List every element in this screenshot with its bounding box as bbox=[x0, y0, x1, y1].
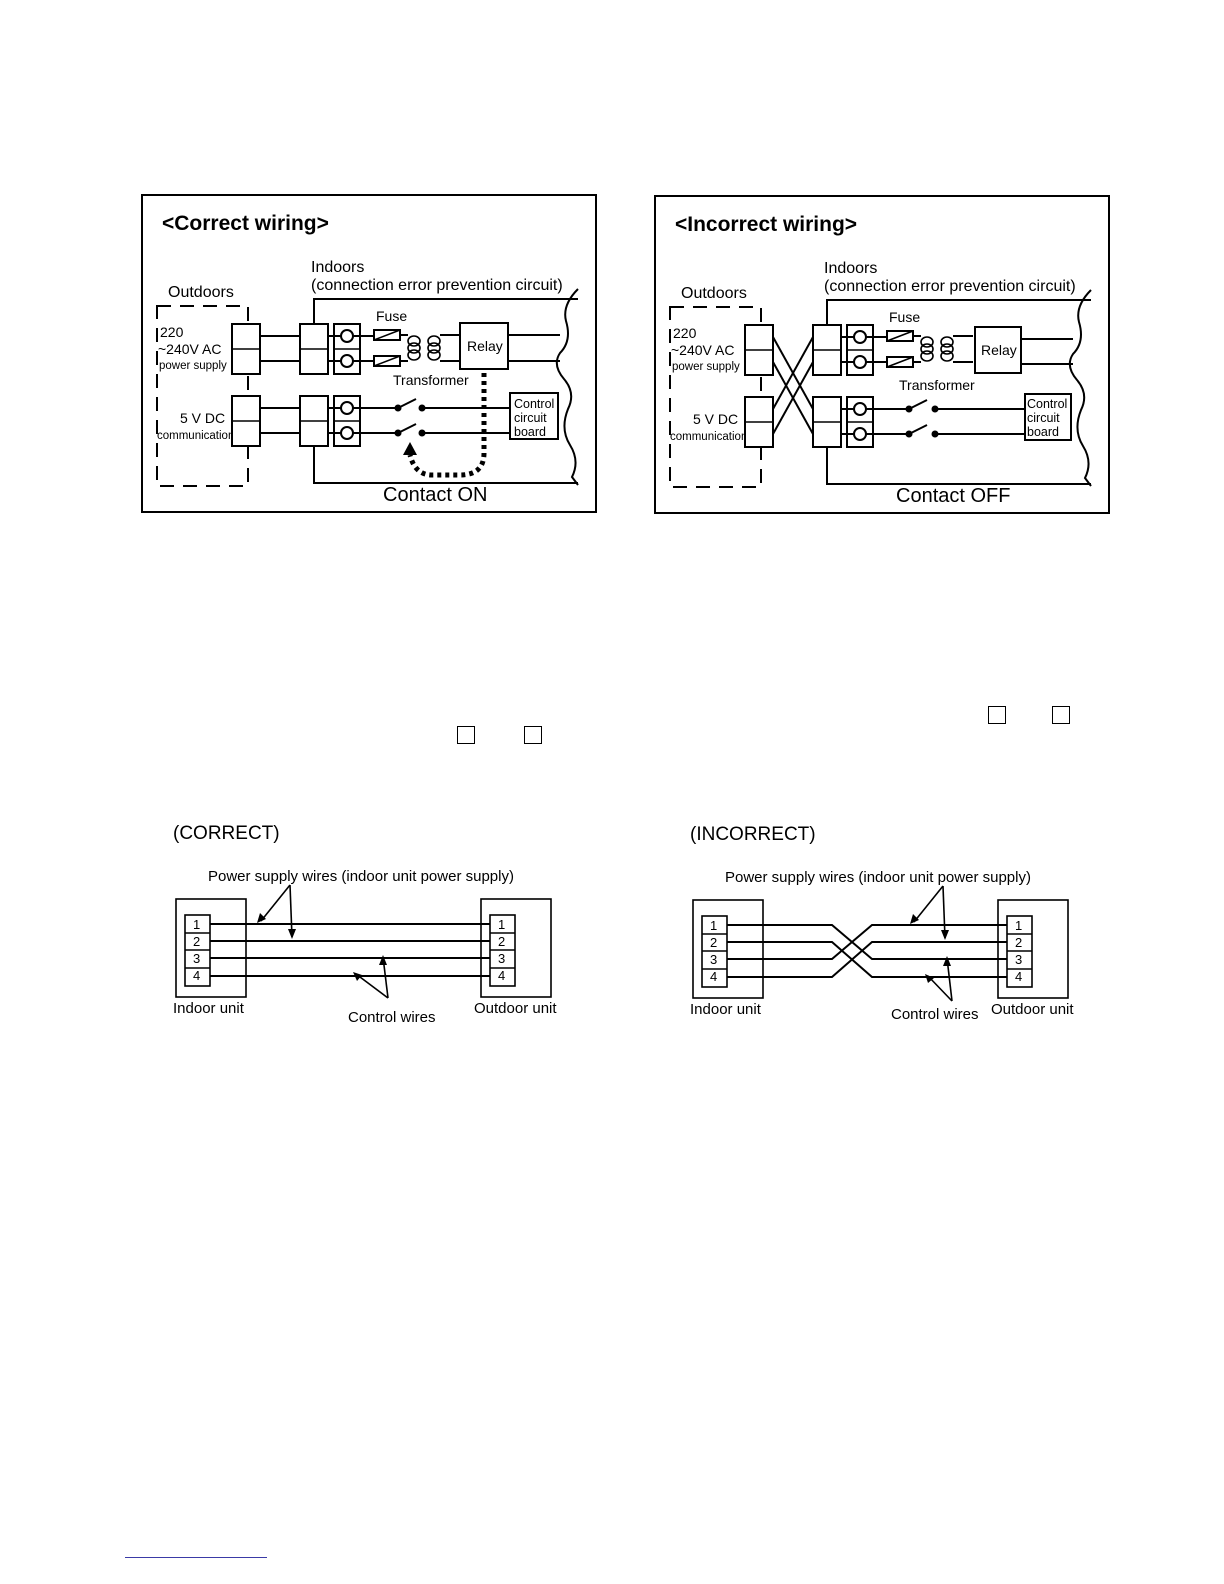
relay-box bbox=[974, 326, 1022, 374]
control-label-2: circuit bbox=[1027, 411, 1060, 425]
correct-terminal-diagram: (CORRECT) Power supply wires (indoor uni… bbox=[173, 823, 557, 1026]
crossed-wires bbox=[727, 924, 1007, 978]
indoor-terminal-4: 4 bbox=[710, 969, 717, 984]
indoors-label: Indoors bbox=[824, 260, 877, 277]
outdoor-unit-box bbox=[480, 898, 552, 998]
relay-box bbox=[459, 322, 509, 370]
footnote-divider bbox=[125, 1557, 267, 1558]
activation-arrow-icon bbox=[403, 442, 417, 455]
indoor-unit-box bbox=[692, 899, 764, 999]
break-line bbox=[555, 288, 579, 486]
indoor-unit-label: Indoor unit bbox=[690, 1001, 762, 1018]
dc-5v-label: 5 V DC bbox=[180, 410, 225, 426]
control-label-1: Control bbox=[514, 397, 554, 411]
relay-label: Relay bbox=[467, 338, 503, 354]
outdoors-boundary bbox=[669, 306, 762, 488]
indoor-terminal-2: 2 bbox=[193, 934, 200, 949]
reference-box bbox=[1052, 706, 1070, 724]
arrow-icon bbox=[379, 955, 387, 965]
communication-label: communication bbox=[157, 430, 234, 442]
diagram-title: <Correct wiring> bbox=[162, 212, 329, 235]
terminal-heading: (CORRECT) bbox=[173, 823, 280, 844]
outdoor-unit-label: Outdoor unit bbox=[474, 1000, 557, 1017]
transformer-label: Transformer bbox=[899, 377, 975, 393]
arrow-icon bbox=[257, 913, 266, 923]
power-wires-label: Power supply wires (indoor unit power su… bbox=[725, 869, 1031, 886]
fuse-label: Fuse bbox=[376, 308, 407, 324]
reference-box bbox=[524, 726, 542, 744]
crossed-wires bbox=[772, 336, 814, 435]
indoor-terminal-4: 4 bbox=[193, 968, 200, 983]
arrow-icon bbox=[925, 974, 934, 983]
voltage-240-label: ~240V AC bbox=[671, 342, 734, 358]
correct-wiring-diagram: <Correct wiring> Outdoors Indoors (conne… bbox=[141, 194, 597, 513]
control-wires-label: Control wires bbox=[348, 1009, 436, 1026]
indoors-label: Indoors bbox=[311, 259, 364, 276]
arrow-icon bbox=[941, 930, 949, 940]
indoor-terminal-1: 1 bbox=[710, 918, 717, 933]
power-supply-label: power supply bbox=[159, 360, 227, 372]
fuse-label: Fuse bbox=[889, 309, 920, 325]
indoors-sublabel: (connection error prevention circuit) bbox=[311, 277, 563, 294]
reference-box bbox=[988, 706, 1006, 724]
outdoor-terminal-1: 1 bbox=[1015, 918, 1022, 933]
relay-contact-switches bbox=[866, 399, 1025, 438]
transformer-coil bbox=[913, 335, 973, 363]
break-line bbox=[1068, 289, 1092, 487]
indoor-unit-label: Indoor unit bbox=[173, 1000, 245, 1017]
incorrect-terminal-diagram: (INCORRECT) Power supply wires (indoor u… bbox=[690, 824, 1074, 1023]
arrow-icon bbox=[353, 972, 362, 981]
arrow-icon bbox=[943, 956, 951, 966]
relay-contact-switches bbox=[353, 398, 510, 437]
power-wires-label: Power supply wires (indoor unit power su… bbox=[208, 868, 514, 885]
outdoors-label: Outdoors bbox=[681, 285, 747, 302]
outdoors-boundary bbox=[156, 305, 249, 487]
indoor-unit-box bbox=[175, 898, 247, 998]
control-label-3: board bbox=[1027, 425, 1059, 439]
power-supply-label: power supply bbox=[672, 361, 740, 373]
outdoors-label: Outdoors bbox=[168, 284, 234, 301]
control-board-box bbox=[509, 392, 559, 440]
diagram-frame bbox=[141, 194, 597, 513]
relay-activation-path bbox=[407, 373, 487, 478]
indoors-sublabel: (connection error prevention circuit) bbox=[824, 278, 1076, 295]
arrow-icon bbox=[288, 929, 296, 939]
indoor-terminal-1: 1 bbox=[193, 917, 200, 932]
diagram-frame bbox=[654, 195, 1110, 514]
arrow-icon bbox=[910, 914, 919, 924]
indoor-terminal-2: 2 bbox=[710, 935, 717, 950]
communication-label: communication bbox=[670, 431, 747, 443]
diagram-title: <Incorrect wiring> bbox=[675, 213, 857, 236]
contact-state-label: Contact OFF bbox=[896, 485, 1010, 507]
transformer-label: Transformer bbox=[393, 372, 469, 388]
control-label-1: Control bbox=[1027, 397, 1067, 411]
voltage-240-label: ~240V AC bbox=[158, 341, 221, 357]
control-label-2: circuit bbox=[514, 411, 547, 425]
control-board-box bbox=[1024, 393, 1072, 441]
outdoor-unit-box bbox=[997, 899, 1069, 999]
indoor-terminal-3: 3 bbox=[193, 951, 200, 966]
outdoor-terminal-2: 2 bbox=[1015, 935, 1022, 950]
control-wires-label: Control wires bbox=[891, 1006, 979, 1023]
relay-label: Relay bbox=[981, 342, 1017, 358]
outdoor-terminal-4: 4 bbox=[1015, 969, 1022, 984]
incorrect-wiring-diagram: <Incorrect wiring> Outdoors Indoors (con… bbox=[654, 195, 1110, 514]
dc-5v-label: 5 V DC bbox=[693, 411, 738, 427]
outdoor-terminal-2: 2 bbox=[498, 934, 505, 949]
outdoor-unit-label: Outdoor unit bbox=[991, 1001, 1074, 1018]
reference-box bbox=[457, 726, 475, 744]
indoor-terminal-3: 3 bbox=[710, 952, 717, 967]
outdoor-terminal-3: 3 bbox=[498, 951, 505, 966]
contact-state-label: Contact ON bbox=[383, 484, 487, 506]
outdoor-terminal-3: 3 bbox=[1015, 952, 1022, 967]
transformer-coil bbox=[400, 334, 460, 362]
outdoor-terminal-4: 4 bbox=[498, 968, 505, 983]
control-label-3: board bbox=[514, 425, 546, 439]
voltage-220-label: 220 bbox=[673, 325, 697, 341]
terminal-heading: (INCORRECT) bbox=[690, 824, 816, 845]
voltage-220-label: 220 bbox=[160, 324, 184, 340]
straight-wires bbox=[210, 923, 490, 977]
outdoor-terminal-1: 1 bbox=[498, 917, 505, 932]
